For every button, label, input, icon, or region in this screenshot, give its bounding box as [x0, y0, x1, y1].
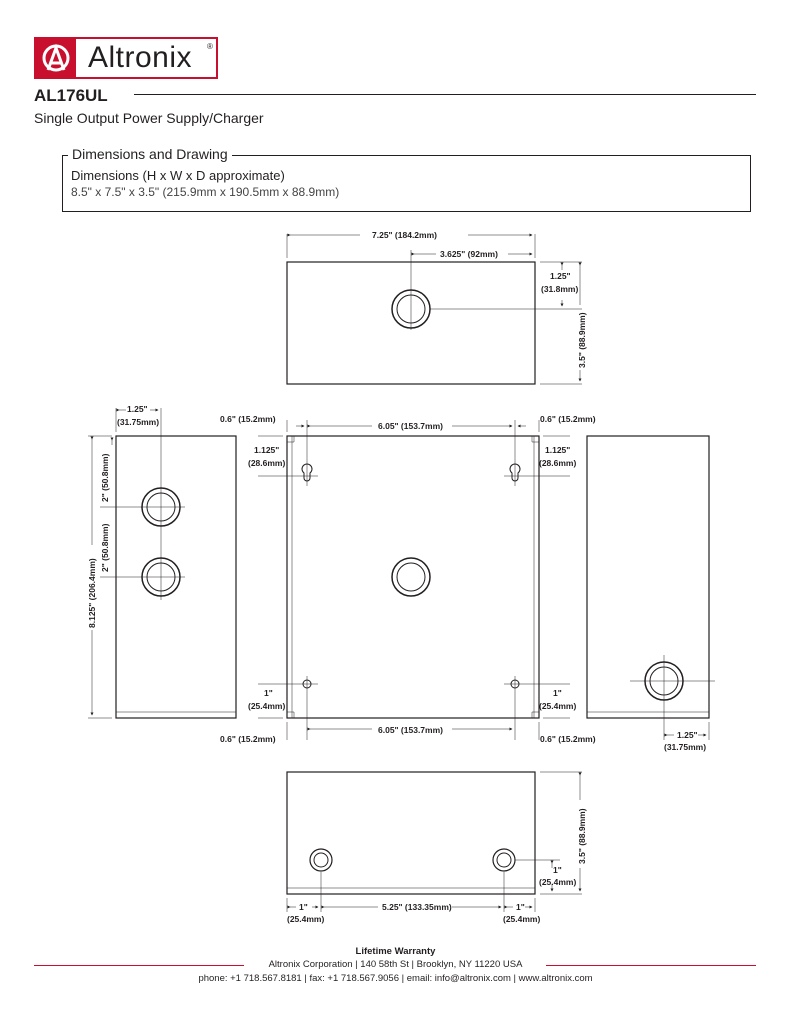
dim-front-offset-br: 0.6" (15.2mm) — [540, 734, 596, 744]
dim-key-right-a: 1.125" — [545, 445, 570, 455]
dim-key-right-b: (28.6mm) — [539, 458, 576, 468]
bottom-knockout-left — [309, 848, 333, 872]
dim-left-hole-b: (31.75mm) — [117, 417, 159, 427]
dim-front-offset-tl: 0.6" (15.2mm) — [220, 414, 276, 424]
dim-hole-left-a: 1" — [264, 688, 273, 698]
footer-contact: phone: +1 718.567.8181 | fax: +1 718.567… — [198, 973, 593, 984]
bottom-view-enclosure — [286, 771, 536, 895]
dim-key-left-b: (28.6mm) — [248, 458, 285, 468]
dim-right-hole-b: (31.75mm) — [664, 742, 706, 752]
product-subtitle: Single Output Power Supply/Charger — [34, 110, 264, 126]
footer-rule-right — [546, 965, 756, 966]
dim-front-span-bottom: 6.05" (153.7mm) — [378, 725, 443, 735]
title-rule — [134, 94, 756, 95]
dimensions-values: 8.5" x 7.5" x 3.5" (215.9mm x 190.5mm x … — [71, 185, 340, 199]
dim-hole-right-b: (25.4mm) — [539, 701, 576, 711]
dim-front-offset-tr: 0.6" (15.2mm) — [540, 414, 596, 424]
dim-left-height: 8.125" (206.4mm) — [87, 558, 97, 628]
dim-front-span-top: 6.05" (153.7mm) — [378, 421, 443, 431]
footer-address: Altronix Corporation | 140 58th St | Bro… — [268, 959, 523, 970]
dim-bottom-span: 5.25" (133.35mm) — [382, 902, 452, 912]
keyhole-left — [301, 463, 313, 482]
footer-rule-left — [34, 965, 244, 966]
dim-hole-left-b: (25.4mm) — [248, 701, 285, 711]
bottom-knockout-right — [492, 848, 516, 872]
dim-bottom-hole-a: 1" — [553, 865, 562, 875]
model-number: AL176UL — [34, 86, 108, 105]
dim-top-center: 3.625" (92mm) — [440, 249, 498, 259]
front-view-enclosure — [286, 435, 540, 719]
dim-left-spacing-1: 2" (50.8mm) — [100, 453, 110, 502]
dim-top-depth: 3.5" (88.9mm) — [577, 312, 587, 368]
dim-hole-right-a: 1" — [553, 688, 562, 698]
dim-bottom-depth: 3.5" (88.9mm) — [577, 808, 587, 864]
dim-top-hole-b: (31.8mm) — [541, 284, 578, 294]
front-knockout — [391, 557, 431, 597]
dim-bottom-right-b: (25.4mm) — [503, 914, 540, 924]
warranty-title: Lifetime Warranty — [355, 946, 436, 957]
keyhole-right — [509, 463, 521, 482]
dimensions-title: Dimensions and Drawing — [68, 146, 232, 162]
dim-left-spacing-2: 2" (50.8mm) — [100, 523, 110, 572]
dim-front-offset-bl: 0.6" (15.2mm) — [220, 734, 276, 744]
dim-right-hole-a: 1.25" — [677, 730, 698, 740]
right-view-enclosure — [586, 435, 710, 719]
brand-name: Altronix — [88, 41, 193, 74]
dim-bottom-left-a: 1" — [299, 902, 308, 912]
dim-key-left-a: 1.125" — [254, 445, 279, 455]
dim-top-width: 7.25" (184.2mm) — [372, 230, 437, 240]
dim-bottom-left-b: (25.4mm) — [287, 914, 324, 924]
dimensions-label: Dimensions (H x W x D approximate) — [71, 168, 285, 183]
altronix-logo-icon — [36, 39, 76, 77]
registered-mark: ® — [207, 42, 213, 51]
dim-left-hole-a: 1.25" — [127, 404, 148, 414]
dim-bottom-right-a: 1" — [516, 902, 525, 912]
dim-bottom-hole-b: (25.4mm) — [539, 877, 576, 887]
dimensions-box — [62, 155, 751, 212]
dim-top-hole-a: 1.25" — [550, 271, 571, 281]
altronix-logo: Altronix ® — [34, 37, 218, 79]
